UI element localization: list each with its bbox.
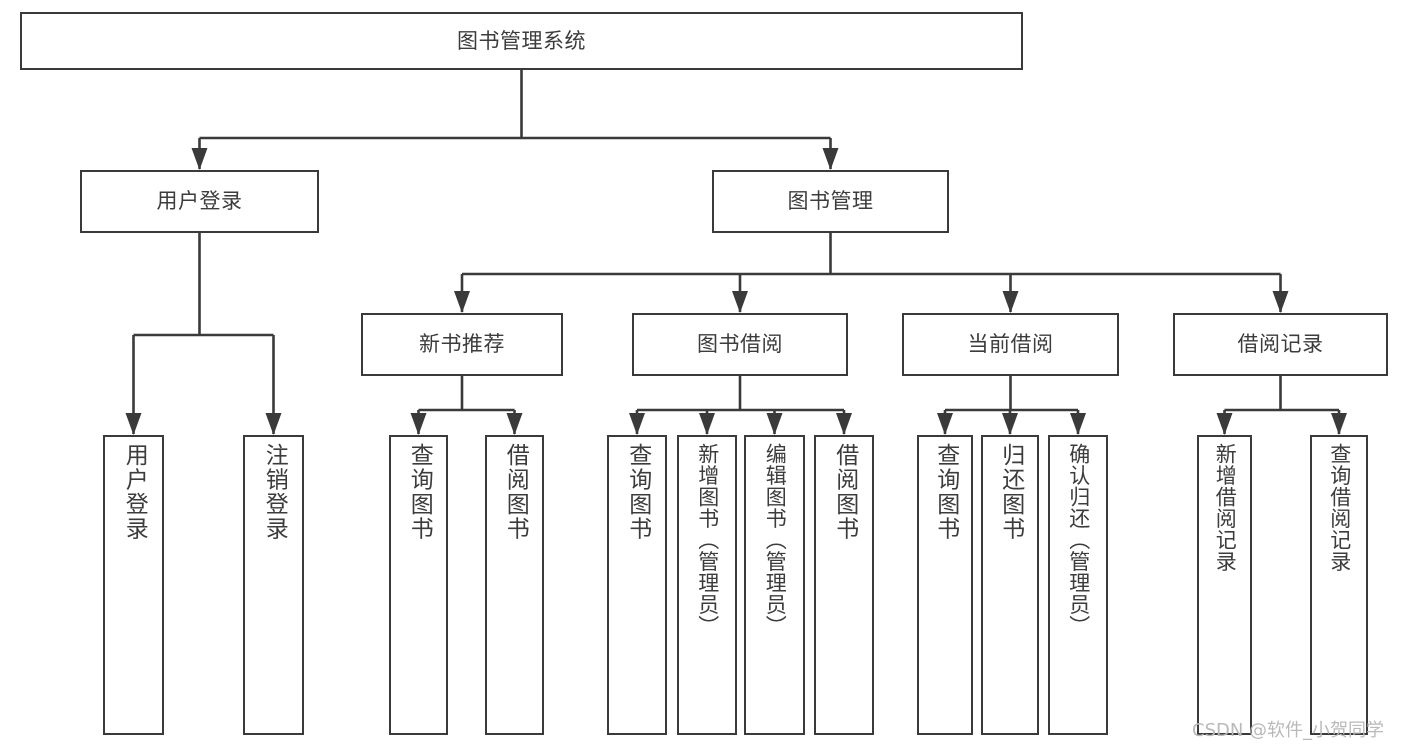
- arrowhead-user-login-0: [125, 413, 142, 435]
- node-leaf-return-book[interactable]: 归还图书: [981, 435, 1039, 735]
- node-label-book-manage: 图书管理: [787, 189, 874, 214]
- node-label-current-borrow: 当前借阅: [967, 332, 1054, 357]
- node-leaf-borrow-book-2[interactable]: 借阅图书: [814, 435, 874, 735]
- arrowhead-user-login-1: [265, 413, 282, 435]
- arrowhead-current-borrow-0: [937, 413, 953, 435]
- node-label-leaf-logout: 注销登录: [261, 443, 288, 541]
- node-leaf-query-book-2[interactable]: 查询图书: [607, 435, 667, 735]
- node-label-leaf-query-book-1: 查询图书: [406, 443, 433, 541]
- node-label-leaf-query-book-2: 查询图书: [624, 443, 651, 541]
- node-label-new-book-recommend: 新书推荐: [419, 332, 505, 357]
- arrowhead-new-book-recommend-1: [506, 413, 523, 435]
- node-label-leaf-user-login: 用户登录: [121, 443, 148, 541]
- node-borrow-record[interactable]: 借阅记录: [1173, 313, 1388, 376]
- node-leaf-query-borrow-record[interactable]: 查询借阅记录: [1310, 435, 1368, 735]
- node-leaf-borrow-book-1[interactable]: 借阅图书: [485, 435, 544, 735]
- node-label-leaf-add-book-admin: 新增图书（管理员）: [695, 443, 720, 637]
- arrowhead-book-manage-3: [1272, 291, 1289, 313]
- arrowhead-borrow-record-0: [1216, 413, 1233, 435]
- node-leaf-add-borrow-record[interactable]: 新增借阅记录: [1197, 435, 1252, 735]
- node-label-leaf-confirm-return-admin: 确认归还（管理员）: [1066, 443, 1091, 637]
- arrowhead-current-borrow-1: [1002, 413, 1018, 435]
- node-label-leaf-add-borrow-record: 新增借阅记录: [1213, 443, 1238, 572]
- node-book-manage[interactable]: 图书管理: [712, 170, 949, 233]
- node-label-leaf-edit-book-admin: 编辑图书（管理员）: [763, 443, 788, 637]
- node-book-borrow[interactable]: 图书借阅: [632, 313, 848, 376]
- node-label-leaf-borrow-book-2: 借阅图书: [831, 443, 858, 541]
- node-label-book-borrow: 图书借阅: [697, 332, 783, 357]
- node-current-borrow[interactable]: 当前借阅: [902, 313, 1119, 376]
- arrowhead-book-borrow-2: [766, 413, 783, 435]
- arrowhead-borrow-record-1: [1331, 413, 1347, 435]
- node-leaf-query-book-1[interactable]: 查询图书: [389, 435, 448, 735]
- node-label-root: 图书管理系统: [457, 28, 586, 53]
- node-label-borrow-record: 借阅记录: [1237, 332, 1324, 357]
- arrowhead-new-book-recommend-0: [410, 413, 427, 435]
- node-label-leaf-query-borrow-record: 查询借阅记录: [1327, 443, 1352, 572]
- csdn-watermark: CSDN @软件_小贺同学: [1192, 720, 1385, 741]
- node-new-book-recommend[interactable]: 新书推荐: [361, 313, 563, 376]
- node-leaf-user-login[interactable]: 用户登录: [103, 435, 164, 735]
- node-root[interactable]: 图书管理系统: [20, 12, 1023, 70]
- node-leaf-query-book-3[interactable]: 查询图书: [917, 435, 973, 735]
- node-leaf-edit-book-admin[interactable]: 编辑图书（管理员）: [744, 435, 805, 735]
- arrowhead-book-borrow-3: [836, 413, 852, 435]
- node-leaf-confirm-return-admin[interactable]: 确认归还（管理员）: [1048, 435, 1108, 735]
- arrowhead-book-manage-0: [454, 291, 470, 313]
- arrowhead-book-borrow-1: [699, 413, 715, 435]
- arrowhead-book-manage-2: [1002, 291, 1019, 313]
- arrowhead-current-borrow-2: [1070, 413, 1086, 435]
- node-leaf-logout[interactable]: 注销登录: [243, 435, 304, 735]
- node-label-user-login: 用户登录: [156, 189, 243, 214]
- arrowhead-root-1: [822, 148, 839, 170]
- arrowhead-root-0: [191, 148, 208, 170]
- node-user-login[interactable]: 用户登录: [80, 170, 319, 233]
- arrowhead-book-borrow-0: [629, 413, 645, 435]
- node-label-leaf-return-book: 归还图书: [997, 443, 1024, 541]
- node-label-leaf-query-book-3: 查询图书: [932, 443, 959, 541]
- node-leaf-add-book-admin[interactable]: 新增图书（管理员）: [677, 435, 737, 735]
- node-label-leaf-borrow-book-1: 借阅图书: [502, 443, 529, 541]
- arrowhead-book-manage-1: [732, 291, 748, 313]
